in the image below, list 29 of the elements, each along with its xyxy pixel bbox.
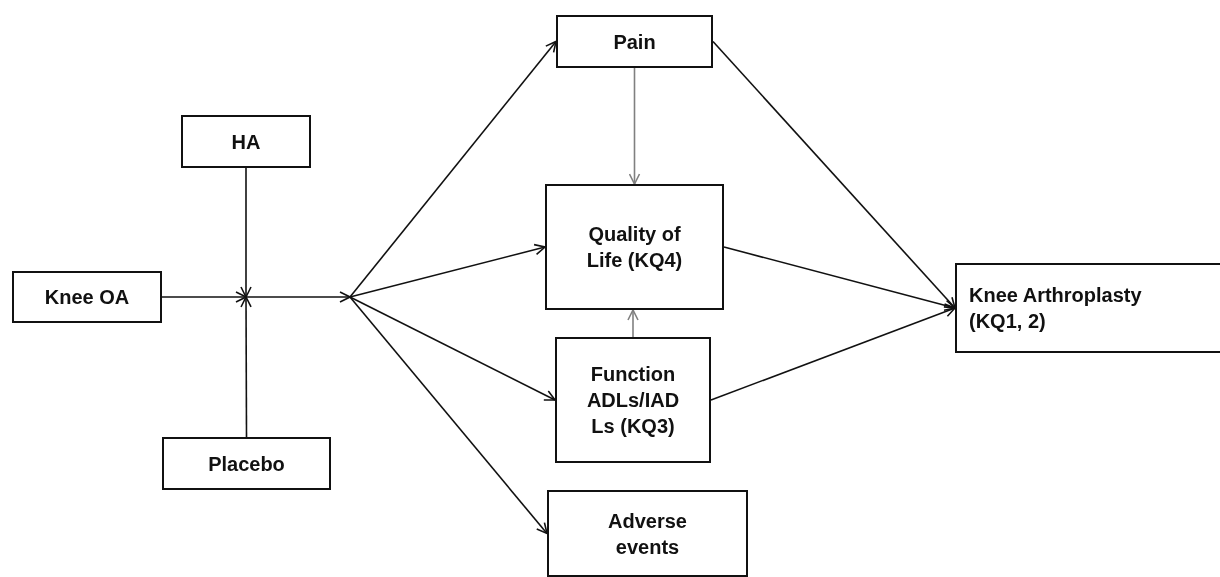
process-box: [12, 271, 162, 323]
arrow: [240, 167, 252, 298]
arrow: [723, 246, 956, 312]
node-label: Quality of Life (KQ4): [585, 222, 684, 273]
process-box: [181, 115, 311, 168]
node-label: Placebo: [208, 451, 285, 477]
process-box: [547, 490, 748, 577]
process-box: [955, 263, 1220, 353]
arrow: [349, 243, 546, 298]
arrow: [240, 296, 252, 438]
process-box: [556, 15, 713, 68]
arrow: [349, 296, 548, 535]
arrow: [628, 67, 641, 185]
node-label: Knee OA: [44, 285, 130, 310]
node-label: Knee Arthroplasty (KQ1, 2): [969, 283, 1143, 334]
process-box: [545, 184, 724, 310]
node-label: Function ADLs/IAD Ls (KQ3): [585, 362, 681, 439]
node-label: Pain: [613, 29, 656, 55]
arrow: [712, 40, 956, 309]
process-box: [555, 337, 711, 463]
arrow: [245, 291, 351, 303]
arrow: [349, 296, 556, 401]
process-box: [162, 437, 331, 490]
node-label: Adverse events: [607, 508, 688, 560]
arrow: [627, 309, 639, 338]
node-label: HA: [231, 129, 261, 155]
arrow: [161, 291, 247, 303]
arrow: [710, 306, 956, 401]
arrow: [349, 40, 557, 298]
